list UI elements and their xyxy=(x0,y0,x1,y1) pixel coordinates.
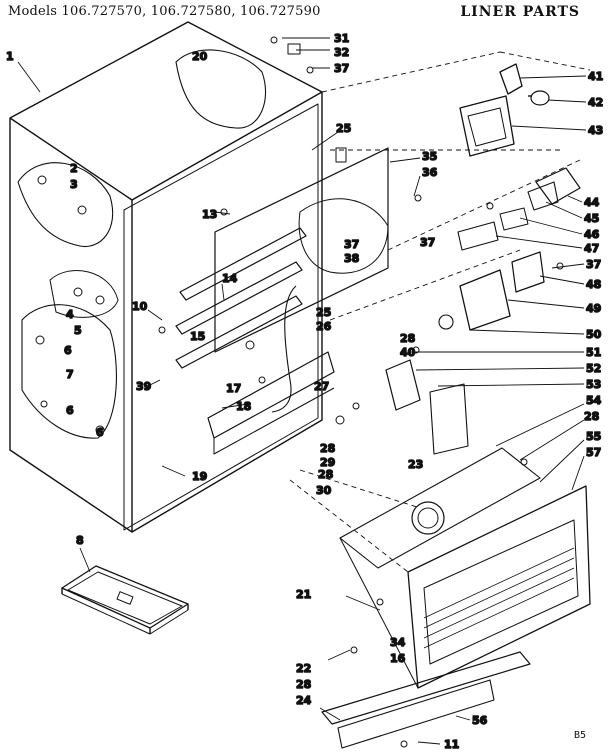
callout-28: 28 xyxy=(296,678,311,691)
callout-24: 24 xyxy=(296,694,312,707)
callout-39: 39 xyxy=(136,380,151,393)
callout-labels: 1 2 3 4 5 6 6 6 7 8 10 11 13 14 15 16 17… xyxy=(5,31,604,751)
callout-38: 38 xyxy=(344,252,359,265)
callout-15: 15 xyxy=(190,330,205,343)
callout-34: 34 xyxy=(390,636,406,649)
callout-10: 10 xyxy=(132,300,148,313)
callout-35: 35 xyxy=(422,150,437,163)
callout-45: 45 xyxy=(584,212,599,225)
callout-2: 2 xyxy=(70,162,78,175)
callout-42: 42 xyxy=(588,96,603,109)
callout-3: 3 xyxy=(70,178,78,191)
callout-56: 56 xyxy=(472,714,488,727)
screw-hardware xyxy=(35,36,564,748)
callout-47: 47 xyxy=(584,242,599,255)
light-assembly-drawing xyxy=(385,63,581,455)
callout-27: 27 xyxy=(314,380,329,393)
callout-17: 17 xyxy=(226,382,241,395)
callout-4: 4 xyxy=(66,308,74,321)
callout-51: 51 xyxy=(586,346,601,359)
callout-53: 53 xyxy=(586,378,601,391)
callout-46: 46 xyxy=(584,228,600,241)
callout-leaders xyxy=(17,37,587,745)
callout-25: 25 xyxy=(316,306,331,319)
callout-28: 28 xyxy=(400,332,415,345)
callout-7: 7 xyxy=(66,368,74,381)
callout-28: 28 xyxy=(584,410,599,423)
callout-52: 52 xyxy=(586,362,601,375)
callout-32: 32 xyxy=(334,46,349,59)
callout-30: 30 xyxy=(316,484,332,497)
callout-8: 8 xyxy=(76,534,84,547)
callout-37: 37 xyxy=(586,258,601,271)
page-title: LINER PARTS xyxy=(460,4,580,20)
callout-22: 22 xyxy=(296,662,311,675)
callout-37: 37 xyxy=(420,236,435,249)
callout-49: 49 xyxy=(586,302,601,315)
callout-16: 16 xyxy=(390,652,406,665)
drip-pan-drawing xyxy=(61,565,189,635)
callout-44: 44 xyxy=(584,196,600,209)
callout-29: 29 xyxy=(320,456,335,469)
reference-leaders xyxy=(289,51,591,573)
callout-25: 25 xyxy=(336,122,351,135)
callout-26: 26 xyxy=(316,320,332,333)
callout-13: 13 xyxy=(202,208,217,221)
callout-54: 54 xyxy=(586,394,602,407)
callout-36: 36 xyxy=(422,166,438,179)
cabinet-liner-drawing xyxy=(9,21,389,533)
callout-19: 19 xyxy=(192,470,207,483)
callout-28: 28 xyxy=(318,468,333,481)
callout-11: 11 xyxy=(444,738,459,751)
callout-5: 5 xyxy=(74,324,82,337)
callout-23: 23 xyxy=(408,458,423,471)
callout-6: 6 xyxy=(66,404,74,417)
callout-21: 21 xyxy=(296,588,311,601)
callout-55: 55 xyxy=(586,430,601,443)
callout-50: 50 xyxy=(586,328,602,341)
callout-28: 28 xyxy=(320,442,335,455)
callout-20: 20 xyxy=(192,50,208,63)
models-heading: Models 106.727570, 106.727580, 106.72759… xyxy=(8,4,321,19)
callout-1: 1 xyxy=(6,50,14,63)
callout-48: 48 xyxy=(586,278,601,291)
callout-40: 40 xyxy=(400,346,416,359)
callout-57: 57 xyxy=(586,446,601,459)
callout-41: 41 xyxy=(588,70,603,83)
callout-43: 43 xyxy=(588,124,603,137)
callout-37: 37 xyxy=(344,238,359,251)
callout-31: 31 xyxy=(334,32,349,45)
callout-14: 14 xyxy=(222,272,238,285)
callout-6: 6 xyxy=(96,426,104,439)
callout-6: 6 xyxy=(64,344,72,357)
control-grille-drawing xyxy=(321,447,591,749)
callout-18: 18 xyxy=(236,400,251,413)
callout-37: 37 xyxy=(334,62,349,75)
diagram-code: B5 xyxy=(573,730,586,741)
